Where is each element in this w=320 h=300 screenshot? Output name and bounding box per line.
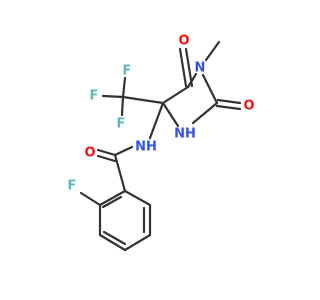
atom-f-aryl: F [68, 179, 77, 194]
bond-ar1-ar2-inner [101, 195, 123, 209]
bond-c2-o-b [215, 104, 242, 111]
atom-n-methyl: N [195, 61, 206, 76]
bonds [79, 40, 242, 252]
atom-o-carbonyl-top: O [178, 34, 189, 49]
atom-o-carbonyl-right: O [243, 99, 254, 114]
atom-f-cf3-bottom: F [117, 117, 126, 132]
bond-n1-methyl [204, 40, 221, 62]
atom-labels: O N O F F F NH NH O F [68, 34, 255, 194]
bond-ar1-ar2 [98, 189, 127, 207]
bond-camide-o-a [96, 148, 117, 157]
atom-o-amide: O [84, 146, 95, 161]
bond-cf3-f-bottom [120, 95, 125, 117]
bond-ar2-f [79, 191, 102, 207]
bond-c5-o-a [178, 47, 188, 88]
bond-cf3-f-left [101, 94, 125, 99]
bond-ar3-ar4-inner [102, 230, 127, 246]
bond-ar4-ar5 [123, 233, 152, 252]
bond-cf3-f-top [121, 76, 127, 99]
bond-c2-n3 [191, 101, 219, 125]
bond-camide-o-b [96, 154, 117, 163]
atom-nh-ring: NH [174, 127, 196, 142]
bond-ar3-ar4 [98, 233, 127, 252]
bond-camide-aryl [113, 153, 127, 193]
molecule-structure: O N O F F F NH NH O F [68, 34, 255, 252]
bond-nh-camide [113, 145, 134, 157]
bond-c4-cf3 [121, 95, 165, 105]
bond-c4-nh [148, 101, 165, 140]
atom-f-cf3-top: F [123, 64, 132, 79]
bond-c5-o-b [184, 47, 194, 88]
atom-f-cf3-left: F [90, 89, 99, 104]
bond-c2-o-a [216, 98, 242, 105]
atom-nh-amide: NH [135, 140, 157, 155]
bond-n1-c2 [201, 73, 219, 105]
bond-n3-c4 [161, 101, 180, 128]
bond-ar6-ar1 [123, 189, 152, 207]
bond-c4-c5 [161, 85, 190, 105]
